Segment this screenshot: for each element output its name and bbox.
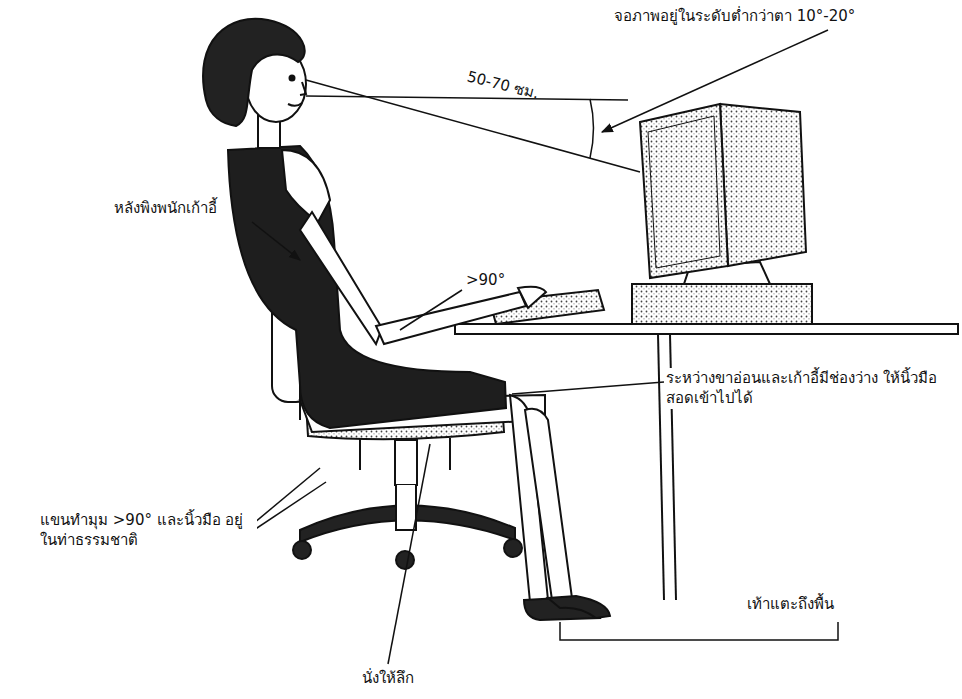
woman-figure xyxy=(203,19,610,620)
feet-note: เท้าแตะถึงพื้น xyxy=(745,594,836,614)
back-rest-note: หลังพิงพนักเก้าอี้ xyxy=(112,198,219,218)
angle-label: >90° xyxy=(464,270,507,290)
computer xyxy=(632,104,812,324)
arm-angle-note: แขนทำมุม >90° และนิ้วมือ อยู่ในท่าธรรมชา… xyxy=(38,510,257,551)
sight-lines xyxy=(306,80,640,172)
distance-label: 50-70 ซม. xyxy=(463,66,543,104)
thigh-gap-note: ระหว่างขาอ่อนและเก้าอี้มีช่องว่าง ให้นิ้… xyxy=(664,368,956,409)
screen-height-note: จอภาพอยู่ในระดับต่ำกว่าตา 10°-20° xyxy=(612,6,857,26)
seat-depth-note: นั่งให้ลึก xyxy=(360,668,416,688)
leader-lines xyxy=(248,30,838,664)
